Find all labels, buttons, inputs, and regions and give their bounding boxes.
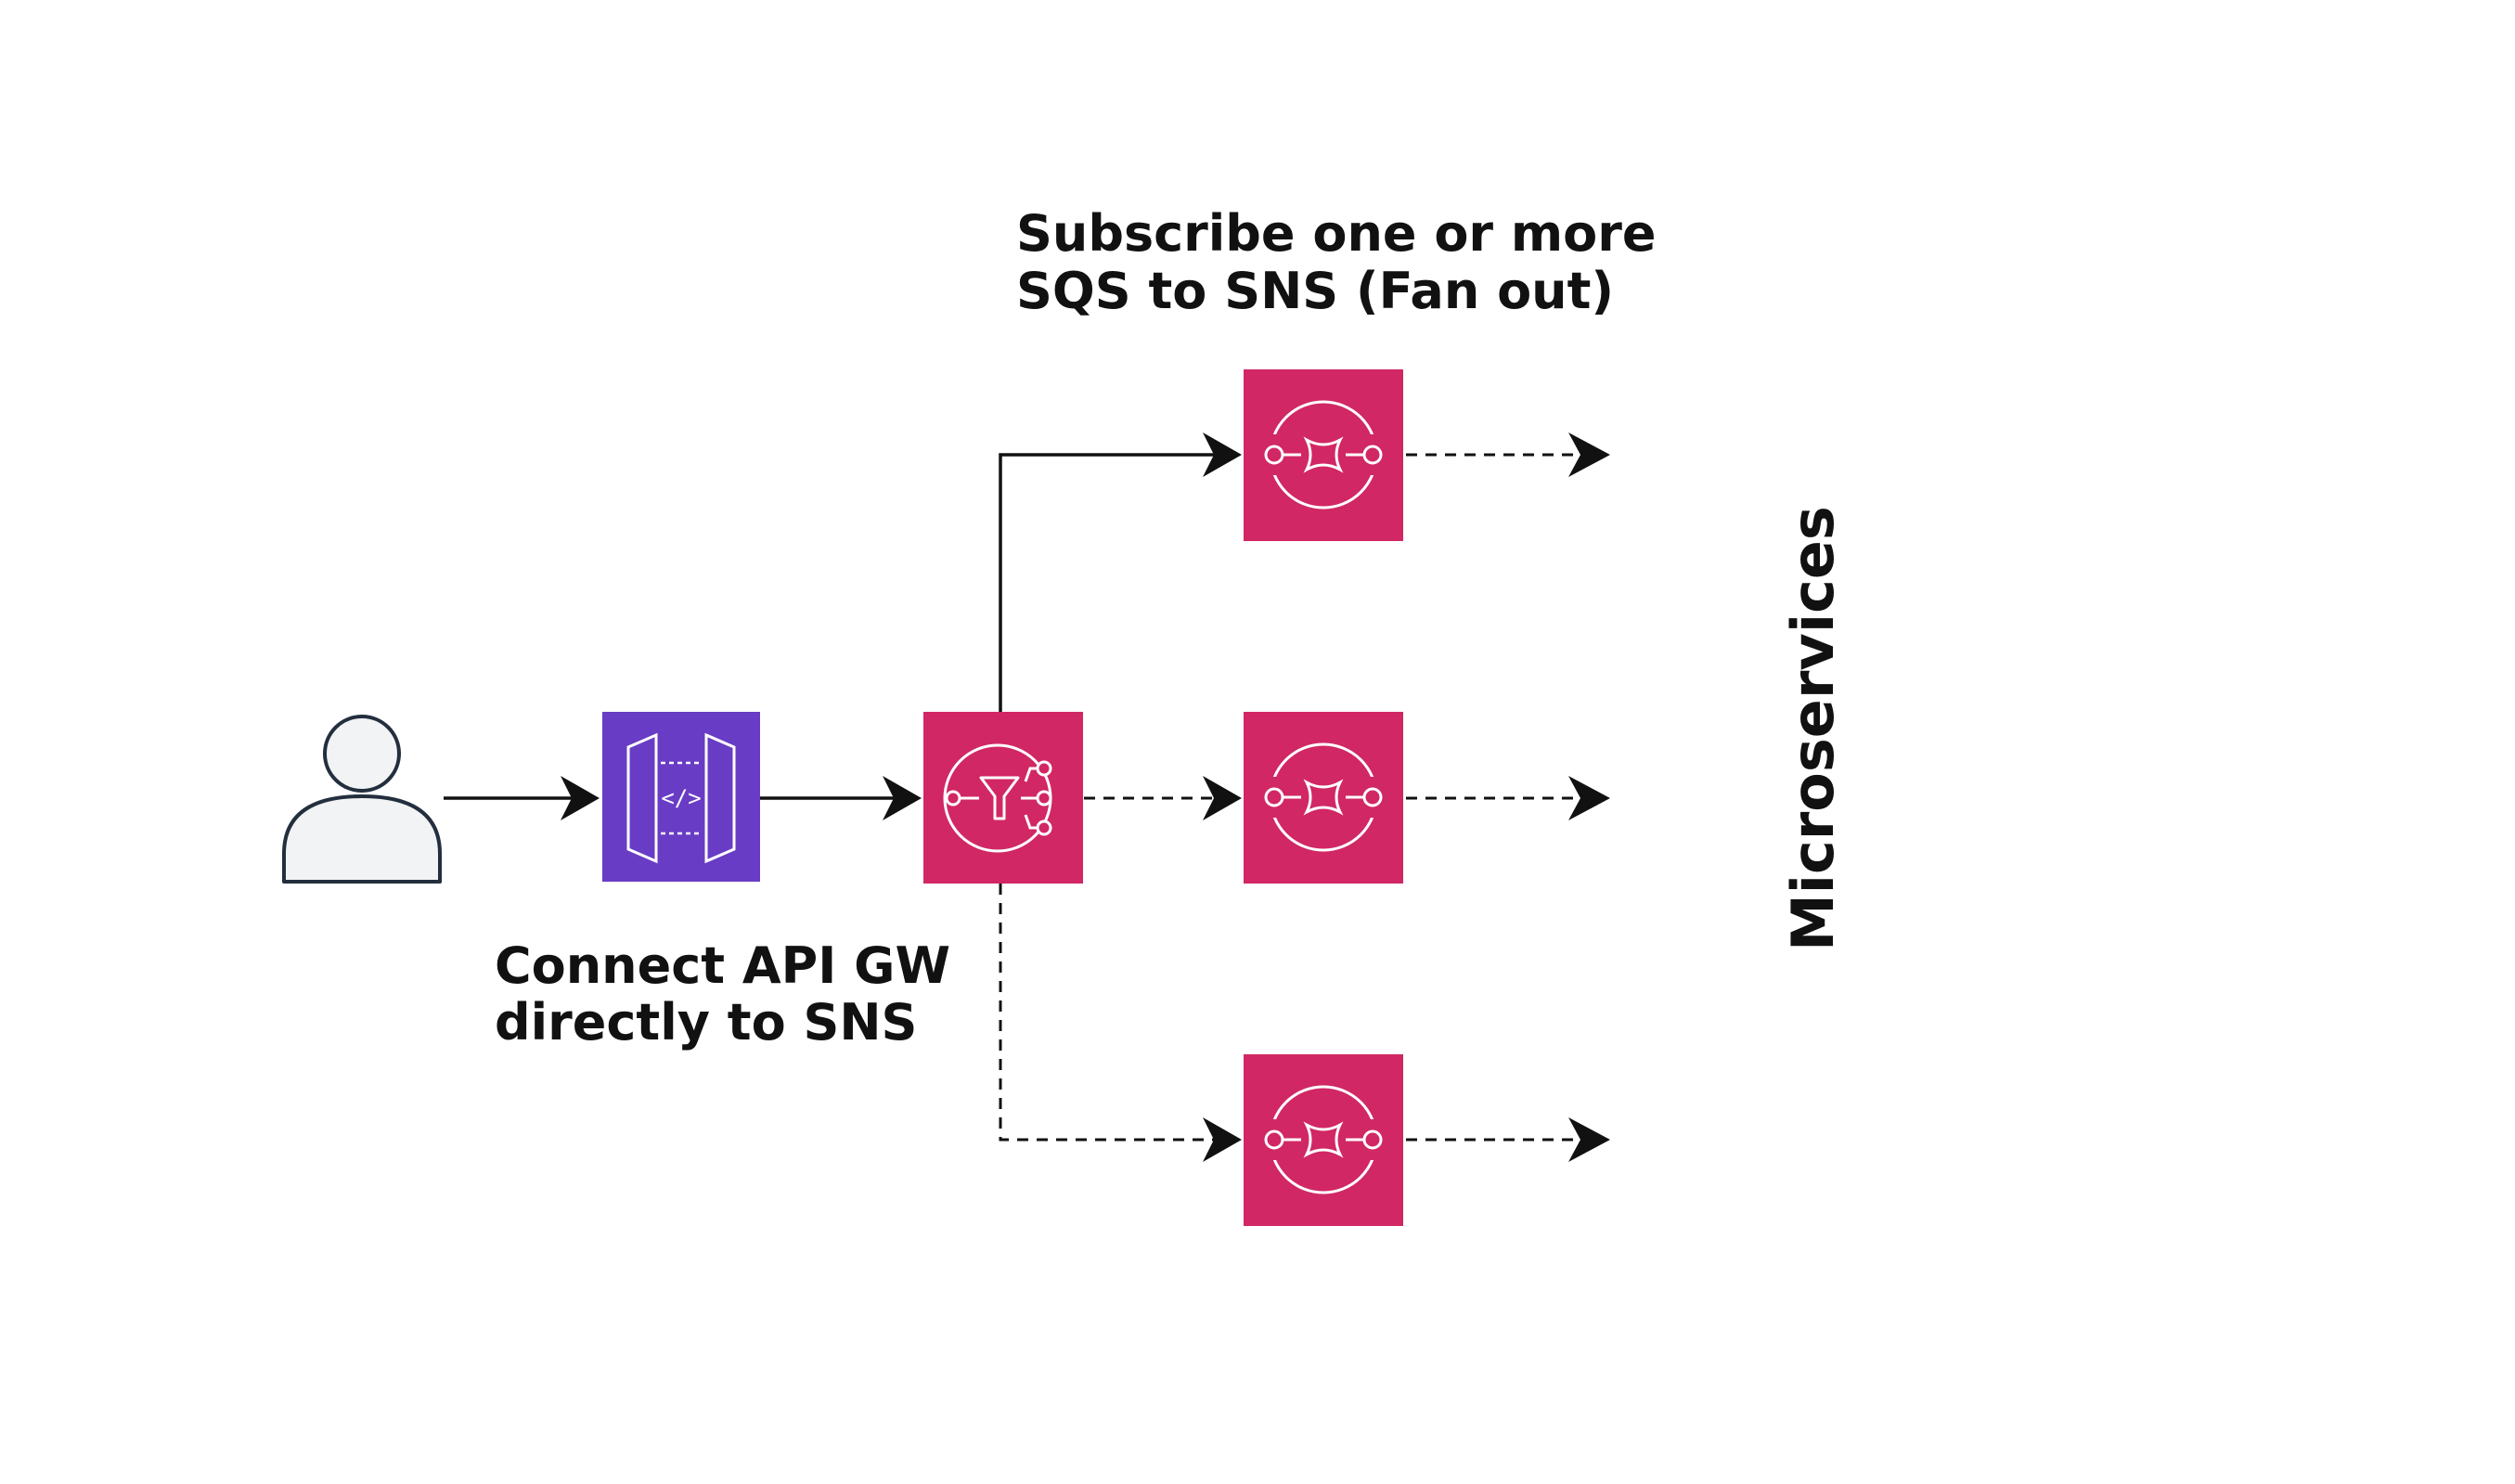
arrow-head-user-apigw: [561, 776, 600, 820]
edge-sns-to-sqs-top: [999, 453, 1234, 713]
apigw-label-line2: directly to SNS: [495, 993, 917, 1052]
sqs-queue-icon-top: [1244, 369, 1403, 541]
arrow-head-apigw-sns: [883, 776, 922, 820]
fanout-label-line1: Subscribe one or more: [1016, 204, 1656, 263]
arrow-head-sns-sqs-top: [1203, 432, 1242, 477]
sqs-queue-icon-middle: [1244, 712, 1403, 884]
arrow-head-sns-sqs-bottom: [1203, 1117, 1242, 1162]
api-gateway-icon: </>: [602, 712, 760, 882]
sqs-queue-icon-bottom: [1244, 1054, 1403, 1226]
microservices-label: Microservices: [1779, 506, 1847, 951]
arrow-head-sqs-top-out: [1568, 432, 1610, 477]
arrow-head-sns-sqs-middle: [1203, 776, 1242, 820]
sns-topic-icon: [923, 712, 1083, 884]
arrow-head-sqs-bottom-out: [1568, 1117, 1610, 1162]
svg-text:</>: </>: [661, 785, 701, 811]
fanout-label-line2: SQS to SNS (Fan out): [1016, 262, 1614, 320]
edge-sns-to-sqs-bottom: [999, 884, 1234, 1142]
apigw-label-line1: Connect API GW: [495, 936, 950, 995]
arrow-head-sqs-middle-out: [1568, 776, 1610, 820]
user-icon: [282, 715, 442, 884]
